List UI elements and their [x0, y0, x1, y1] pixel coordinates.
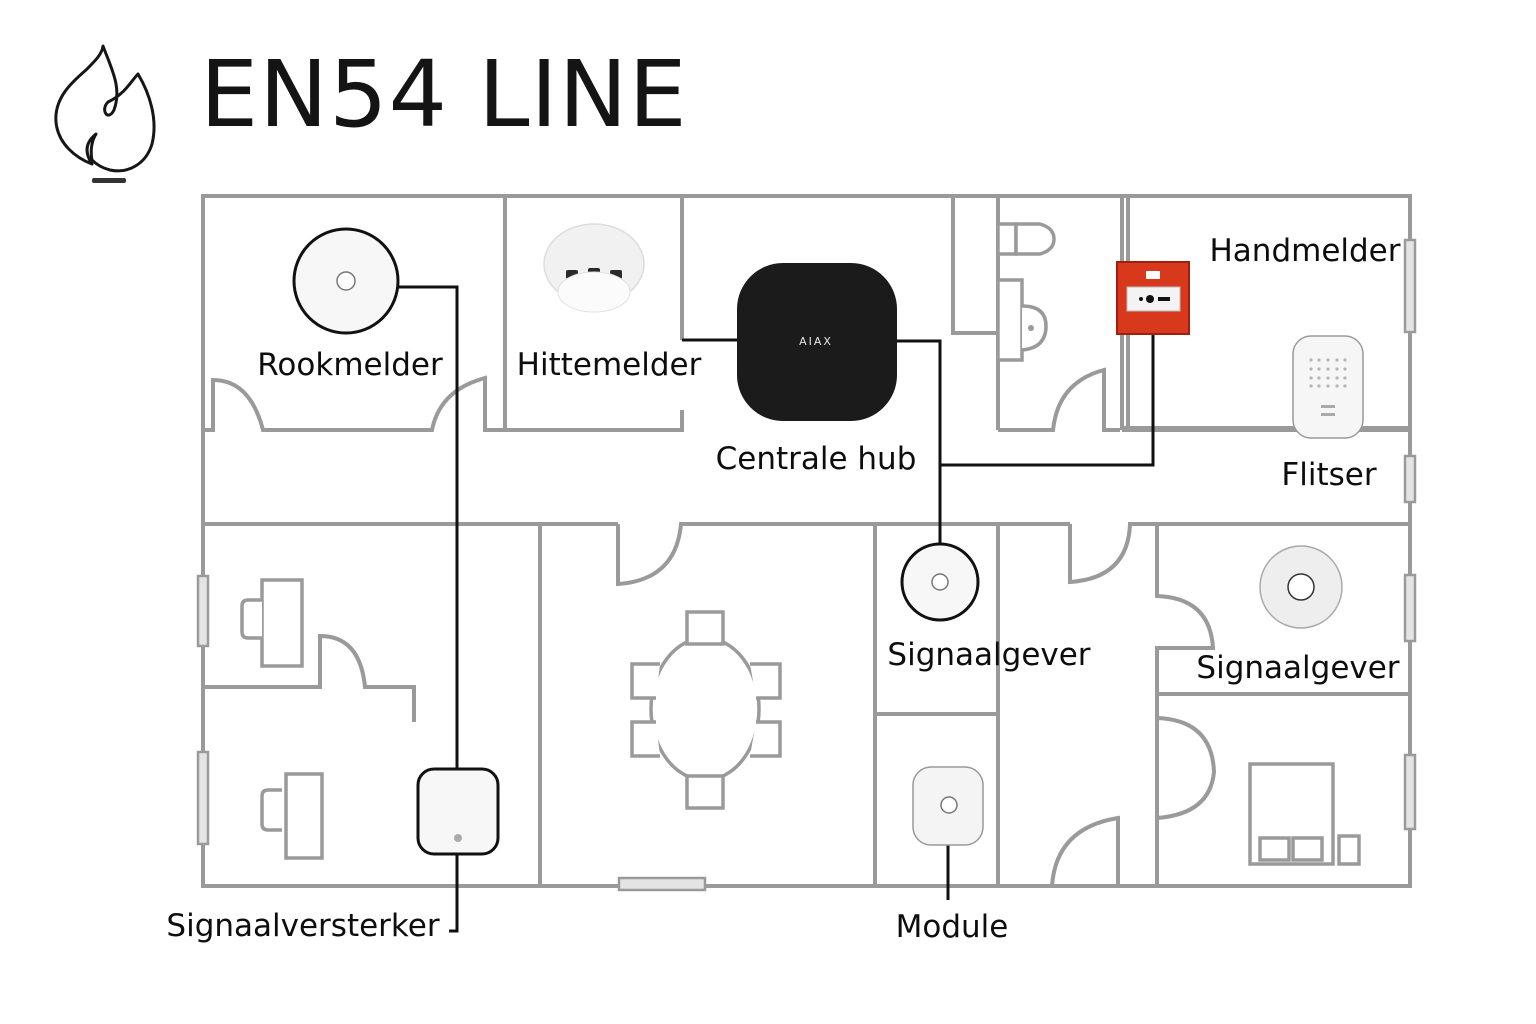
window: [1403, 454, 1417, 504]
outer-wall: [201, 194, 1412, 888]
walls: [196, 194, 1417, 892]
module-icon[interactable]: [912, 766, 984, 846]
wire-rookmelder-repeater: [398, 285, 459, 770]
label-module: Module: [896, 909, 1009, 945]
label-signaalgever-1: Signaalgever: [887, 637, 1090, 673]
label-signaalversterker: Signaalversterker: [166, 908, 439, 944]
window: [196, 750, 210, 846]
label-flitser: Flitser: [1281, 457, 1376, 493]
smoke-detector-icon[interactable]: [292, 227, 400, 335]
central-hub-device[interactable]: AIAX: [737, 263, 897, 421]
page-title: EN54 LINE: [200, 41, 688, 148]
label-hittemelder: Hittemelder: [517, 347, 702, 383]
strobe-flasher-icon[interactable]: [1292, 335, 1364, 439]
label-handmelder: Handmelder: [1209, 233, 1400, 269]
label-centrale-hub: Centrale hub: [716, 441, 917, 477]
label-signaalgever-2: Signaalgever: [1196, 650, 1399, 686]
sounder-icon[interactable]: [1259, 545, 1343, 629]
heat-detector-icon[interactable]: [543, 223, 645, 313]
wiring: [398, 285, 1155, 933]
window: [196, 574, 210, 648]
labels: Rookmelder Hittemelder Centrale hub Hand…: [166, 233, 1400, 945]
flame-icon: [54, 44, 156, 183]
repeater-icon[interactable]: [416, 767, 500, 856]
manual-call-point-icon[interactable]: [1116, 261, 1190, 335]
window: [1403, 753, 1417, 831]
window: [1403, 573, 1417, 643]
hub-brand: AIAX: [799, 335, 833, 348]
wire-repeater-label: [449, 855, 459, 933]
label-rookmelder: Rookmelder: [257, 347, 443, 383]
sounder-icon[interactable]: [900, 542, 980, 622]
wire-hub-callpoint: [940, 333, 1155, 467]
wire-hub-sounder: [895, 339, 942, 545]
window: [1403, 238, 1417, 334]
window: [617, 876, 707, 892]
